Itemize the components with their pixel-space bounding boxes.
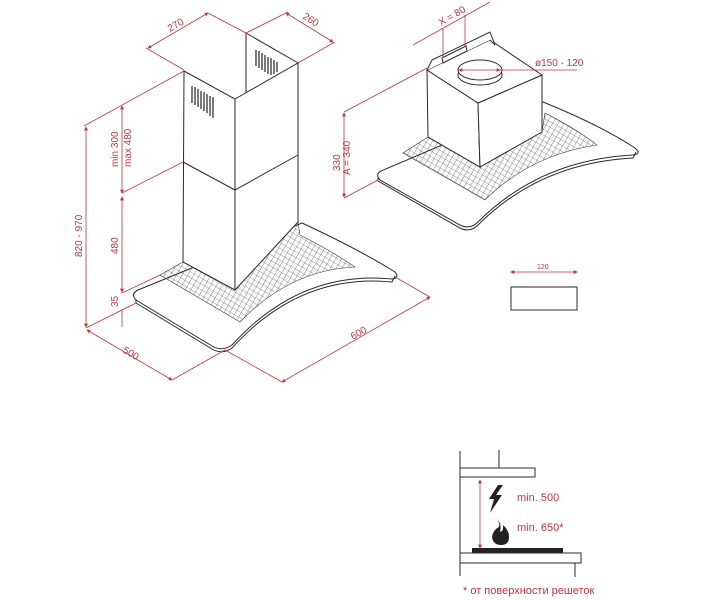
dim-lower-height: 480 (110, 237, 121, 254)
chimney-right-face (234, 62, 299, 292)
hood-shelf (459, 467, 536, 478)
dim-top-depth: 260 (300, 11, 320, 29)
clearance-footnote: * от поверхности решеток (463, 585, 594, 597)
chimney-left-face (182, 70, 236, 291)
dim-duct-diameter: ø150 - 120 (535, 58, 584, 69)
glass-edge (135, 275, 396, 353)
countertop (459, 552, 582, 564)
dim-top-width: 270 (166, 17, 186, 35)
dim-glass-height: 35 (110, 295, 121, 307)
dimension-lines (83, 11, 431, 383)
grease-filter (402, 112, 598, 201)
chimney-hood-drawing: 270 260 820 - 970 min 300 max 480 480 35… (74, 11, 431, 383)
dim-x-offset: X = 80 (437, 4, 468, 28)
chimney-section-split (182, 154, 299, 191)
grease-filter (159, 221, 356, 323)
vent-slots-icon (191, 50, 278, 118)
dimension-lines (342, 1, 577, 199)
dim-profile-width: 120 (537, 264, 549, 271)
flame-icon (492, 519, 509, 545)
dim-height-a: A = 340 (342, 140, 353, 175)
dim-upper-max: max 480 (123, 128, 134, 167)
side-profile: 120 (510, 264, 578, 311)
hob-surface (472, 548, 563, 553)
built-in-hood-drawing: X = 80 ø150 - 120 330 A = 340 (332, 1, 639, 231)
damper-flap (441, 45, 468, 64)
clearance-diagram: min. 500 min. 650* * от поверхности реше… (459, 450, 594, 597)
gas-clearance: min. 650* (517, 522, 564, 534)
dim-total-height: 820 - 970 (74, 214, 85, 257)
electric-clearance: min. 500 (517, 492, 559, 504)
lightning-icon (489, 485, 503, 513)
dim-upper-min: min 300 (110, 131, 121, 167)
dim-depth: 500 (121, 345, 141, 363)
dim-width: 600 (349, 325, 369, 343)
dim-height-330: 330 (332, 154, 343, 171)
